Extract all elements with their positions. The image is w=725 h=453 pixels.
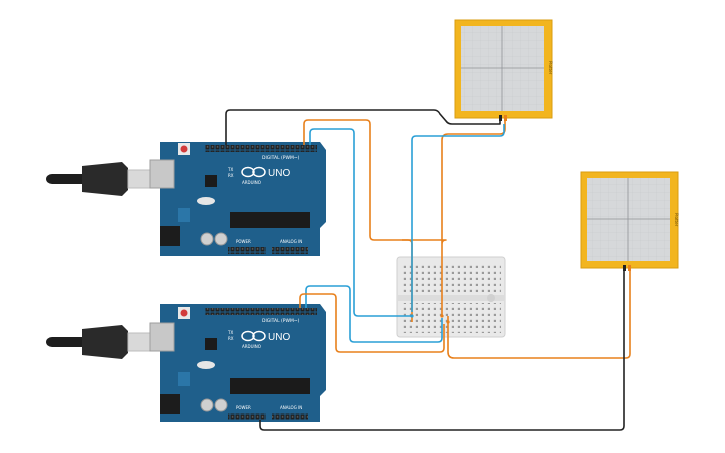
- board-model: UNO: [268, 168, 290, 179]
- board-brand: ARDUINO: [242, 344, 261, 349]
- board-label-tx: TX: [227, 330, 233, 335]
- reset-button[interactable]: [180, 309, 188, 317]
- atmega-chip: [230, 212, 310, 228]
- chip: [205, 175, 217, 187]
- atmega-chip: [230, 378, 310, 394]
- arduino-infinity-icon: [241, 330, 266, 342]
- usb-port: [149, 322, 175, 352]
- wire-blue-1[interactable]: [309, 128, 412, 317]
- arduino-uno-1[interactable]: DIGITAL (PWM~) TX RX UNO ARDUINO POWER A…: [46, 142, 326, 256]
- wire-blue-3[interactable]: [305, 285, 443, 343]
- plotter-side-label: Plotter: [548, 61, 553, 75]
- digital-header[interactable]: [205, 145, 317, 152]
- capacitor: [214, 232, 228, 246]
- capacitor: [200, 232, 214, 246]
- board-label-tx: TX: [227, 167, 233, 172]
- wire-blue-2[interactable]: [411, 124, 505, 312]
- wire-signal-2[interactable]: [299, 268, 631, 359]
- reset-button[interactable]: [180, 145, 188, 153]
- usb-cable-icon: [46, 325, 151, 359]
- board-label-analog: ANALOG IN: [280, 239, 302, 244]
- board-label-digital: DIGITAL (PWM~): [262, 155, 300, 161]
- usb-cable-icon: [46, 162, 151, 196]
- arduino-infinity-icon: [241, 166, 266, 178]
- usb-port: [149, 159, 175, 189]
- breadboard[interactable]: [396, 256, 506, 338]
- chip: [205, 338, 217, 350]
- board-label-digital: DIGITAL (PWM~): [262, 318, 300, 324]
- board-brand: ARDUINO: [242, 180, 261, 185]
- power-jack: [160, 226, 180, 246]
- power-header[interactable]: [228, 247, 266, 254]
- arduino-uno-2[interactable]: DIGITAL (PWM~) TX RX UNO ARDUINO POWER A…: [46, 304, 326, 422]
- power-jack: [160, 394, 180, 414]
- plotter-side-label: Plotter: [674, 213, 679, 227]
- wire-gnd-1[interactable]: [225, 109, 501, 145]
- board-label-analog: ANALOG IN: [280, 405, 302, 410]
- board-label-rx: RX: [228, 336, 234, 341]
- board-label-rx: RX: [228, 173, 234, 178]
- analog-header[interactable]: [272, 413, 308, 420]
- board-label-power: POWER: [236, 405, 251, 410]
- capacitor: [214, 398, 228, 412]
- board-model: UNO: [268, 332, 290, 343]
- serial-plotter-2[interactable]: Plotter: [580, 171, 679, 271]
- wire-gnd-2[interactable]: [259, 268, 625, 431]
- digital-header[interactable]: [205, 308, 317, 315]
- analog-header[interactable]: [272, 247, 308, 254]
- crystal: [197, 361, 215, 369]
- serial-plotter-1[interactable]: Plotter: [454, 19, 553, 121]
- power-header[interactable]: [228, 413, 266, 420]
- capacitor: [200, 398, 214, 412]
- breadboard-connections: [410, 314, 450, 324]
- crystal: [197, 197, 215, 205]
- board-label-power: POWER: [236, 239, 251, 244]
